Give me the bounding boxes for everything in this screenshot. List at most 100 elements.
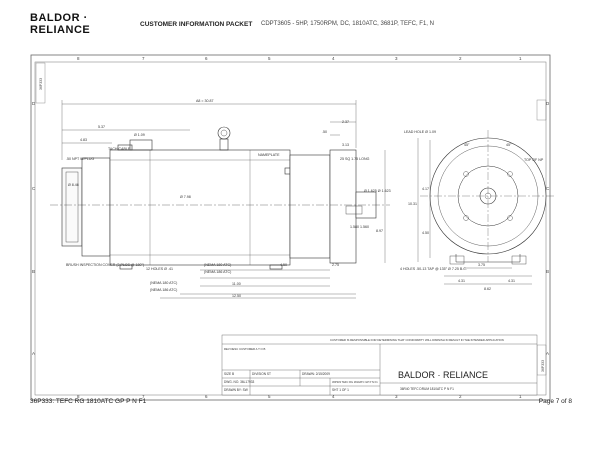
dim-angle-45b: 45°	[506, 143, 512, 147]
tb-dwg-title: 36P333 TEFC RG 1810ATC GP P N F1	[332, 380, 378, 384]
tb-description: 36R40 TEFC DRUM 1810ATC P N F1	[400, 387, 454, 391]
zone-row-label: A	[546, 351, 549, 356]
zone-row-label: A	[32, 351, 35, 356]
dim-10-31: 10.31	[408, 202, 417, 206]
zone-row-label: D	[32, 101, 36, 106]
label-4-holes: 4 HOLES .50-13 TAP @ 135° Ø 7.25 B.C.	[400, 267, 467, 271]
tb-rev-row: REV DESC CUSTOMER A T O B	[224, 347, 265, 351]
title-block	[221, 334, 538, 396]
dim-shaft-dia: Ø 1.625 Ø 1.623	[364, 189, 391, 193]
drawing-frame-outer	[30, 54, 551, 401]
zone-row-label: C	[546, 186, 550, 191]
label-12-holes: 12 HOLES Ø .41	[146, 267, 173, 271]
lifting-eye	[217, 126, 231, 140]
side-view-dimensions	[61, 100, 386, 299]
footer-page-number: Page 7 of 8	[538, 398, 572, 405]
zone-row-label: C	[32, 186, 36, 191]
dim-8-62: 8.62	[484, 287, 491, 291]
tb-dwg-no: DWG. NO. 36L17933	[224, 380, 255, 384]
zone-col-label: 7	[142, 394, 145, 399]
zone-row-label: B	[32, 269, 35, 274]
label-nema-186-a: (NEMA 186 ATC)	[204, 270, 231, 274]
model-description: CDPT3605 - 5HP, 1750RPM, DC, 1810ATC, 36…	[261, 21, 434, 27]
dim-4-31b: 4.31	[508, 279, 515, 283]
title-block-text: CUSTOMER IS RESPONSIBLE FOR DETERMINING …	[224, 338, 504, 392]
dim-angle-45a: 45°	[464, 143, 470, 147]
label-nameplate: NAMEPLATE	[258, 153, 280, 157]
dim-11-00: 11.00	[232, 282, 241, 286]
dim-0-50: .50	[322, 130, 327, 134]
tb-division: DIVISION ST	[252, 372, 271, 376]
zone-col-label: 8	[77, 394, 80, 399]
label-lead-hole: LEAD HOLE Ø 1.09	[404, 130, 436, 134]
label-brush-cover: BRUSH INSPECTION COVER (2 PLCS @ 180°)	[66, 263, 144, 267]
label-nema-186-b: (NEMA 186 ATC)	[150, 288, 177, 292]
dim-12-50: 12.50	[232, 294, 241, 298]
label-nema-180-a: (NEMA 180 ATC)	[204, 263, 231, 267]
side-label-right: 36P333	[541, 360, 545, 372]
rear-end-bell	[81, 157, 111, 257]
motor-side-view	[50, 126, 390, 270]
zone-col-label: 1	[519, 56, 522, 61]
label-nema-180-b: (NEMA 180 ATC)	[150, 281, 177, 285]
packet-title: CUSTOMER INFORMATION PACKET	[140, 20, 253, 28]
tach-housing	[61, 167, 83, 247]
dim-1-09: Ø 1.09	[134, 133, 145, 137]
dim-2-37: 2.37	[342, 120, 349, 124]
tb-brand: BALDOR · RELIANCE	[398, 370, 488, 380]
baldor-reliance-logo: BALDOR · RELIANCE	[30, 12, 91, 36]
zone-col-label: 5	[268, 394, 271, 399]
dim-3-75: 3.75	[478, 263, 485, 267]
zone-col-label: 2	[459, 394, 462, 399]
front-flange	[289, 154, 331, 259]
zone-col-label: 5	[268, 56, 271, 61]
end-view-dimensions	[417, 138, 532, 285]
dim-4-17: 4.17	[422, 187, 429, 191]
zone-col-label: 1	[519, 394, 522, 399]
motor-end-view	[420, 130, 556, 265]
side-view-annotations: A8 = 30.87 5.37 4.83 Ø 1.09 TACH CABLE .…	[66, 99, 391, 298]
zone-row-label: B	[546, 269, 549, 274]
zone-col-label: 3	[395, 394, 398, 399]
dim-1-580: 1.580 1.560	[350, 225, 369, 229]
label-key: 25 SQ 1.75 LONG	[340, 157, 370, 161]
zone-col-label: 6	[205, 56, 208, 61]
dim-8-97: 8.97	[376, 229, 383, 233]
zone-rows-left: D C B A	[32, 101, 36, 356]
dim-5-37: 5.37	[98, 125, 105, 129]
motor-drum	[109, 149, 291, 266]
zone-columns-top: 8 7 6 5 4 3 2 1	[77, 56, 522, 61]
dim-7-98: Ø 7.98	[180, 195, 191, 199]
zone-row-label: D	[546, 101, 550, 106]
dim-4-83: 4.83	[80, 138, 87, 142]
label-top-of-np: TOP OF NP	[524, 158, 544, 162]
tb-size: SIZE B	[224, 372, 234, 376]
zone-col-label: 7	[142, 56, 145, 61]
dim-8-46: Ø 8.46	[68, 183, 79, 187]
zone-columns-bottom: 8 7 6 5 4 3 2 1	[77, 394, 522, 399]
side-label-left: 36P333	[39, 78, 43, 90]
zone-col-label: 4	[332, 56, 335, 61]
footer-document-id: 36P333: TEFC RG 1810ATC GP P N F1	[30, 398, 147, 405]
dim-4-50: 4.50	[280, 263, 287, 267]
dim-2-75: 2.75	[332, 263, 339, 267]
dim-4-31a: 4.31	[458, 279, 465, 283]
dim-overall-length: A8 = 30.87	[196, 99, 214, 103]
zone-col-label: 8	[77, 56, 80, 61]
tb-drawn-by: DRAWN BY: SW	[224, 388, 248, 392]
label-tach-cable: TACH CABLE	[108, 147, 131, 151]
tb-disclaimer: CUSTOMER IS RESPONSIBLE FOR DETERMINING …	[330, 338, 504, 342]
end-view-annotations: LEAD HOLE Ø 1.09 TOP OF NP 45° 45° 4.17 …	[400, 130, 544, 291]
tb-sheet: SHT 1 OF 1	[332, 388, 349, 392]
label-npt-plug: .50 NPT W/PLUG	[66, 157, 94, 161]
zone-rows-right: D C B A	[546, 101, 550, 356]
zone-col-label: 4	[332, 394, 335, 399]
zone-col-label: 6	[205, 394, 208, 399]
dim-3-13: 3.13	[342, 143, 349, 147]
zone-col-label: 2	[459, 56, 462, 61]
dim-4-50b: 4.50	[422, 231, 429, 235]
zone-col-label: 3	[395, 56, 398, 61]
header-bar: BALDOR · RELIANCE CUSTOMER INFORMATION P…	[30, 12, 580, 36]
page-footer: 36P333: TEFC RG 1810ATC GP P N F1 Page 7…	[30, 398, 572, 405]
